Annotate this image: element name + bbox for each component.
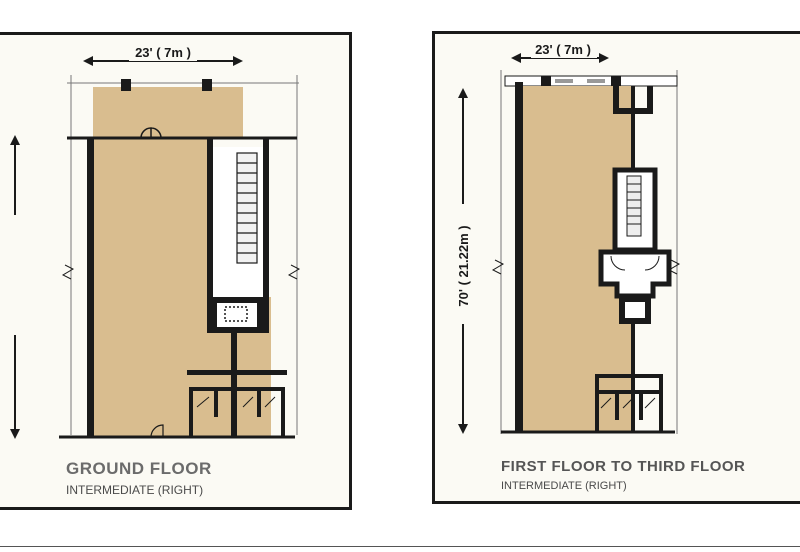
stair-wall bbox=[263, 137, 269, 333]
rear-post bbox=[214, 387, 218, 417]
partition-wall bbox=[231, 333, 237, 437]
wall-stub bbox=[613, 108, 653, 114]
break-mark bbox=[287, 264, 301, 280]
window bbox=[555, 79, 573, 83]
staircase bbox=[236, 152, 258, 264]
first-floor-plan: 23' ( 7m ) bbox=[455, 42, 681, 434]
rear-post bbox=[615, 390, 619, 420]
window bbox=[587, 79, 605, 83]
first-floor-panel: 23' ( 7m ) bbox=[432, 31, 800, 504]
arrow-up-icon bbox=[10, 135, 20, 145]
wall-stub bbox=[613, 86, 619, 114]
column bbox=[202, 79, 212, 91]
ground-floor-plan: 23' ( 7m ) bbox=[7, 45, 301, 439]
rear-beam bbox=[595, 374, 663, 378]
service-room bbox=[625, 302, 645, 318]
staircase bbox=[626, 175, 642, 237]
back-door-icon bbox=[150, 424, 164, 438]
stair-wall bbox=[207, 137, 213, 333]
column bbox=[121, 79, 131, 91]
length-dimension-label: 70' ( 21.22m ) bbox=[456, 225, 471, 306]
rear-beam bbox=[187, 370, 287, 375]
arrow-left-icon bbox=[511, 53, 521, 63]
arrow-down-icon bbox=[10, 429, 20, 439]
arrow-down-icon bbox=[458, 424, 468, 434]
arrow-left-icon bbox=[83, 56, 93, 66]
column bbox=[611, 76, 621, 86]
porch-area bbox=[93, 87, 243, 137]
width-dimension-label: 23' ( 7m ) bbox=[135, 45, 191, 60]
length-label-bg bbox=[455, 204, 471, 324]
rear-post bbox=[257, 387, 261, 417]
ground-floor-panel: 23' ( 7m ) bbox=[0, 32, 352, 510]
left-wall bbox=[515, 82, 523, 432]
arrow-up-icon bbox=[458, 88, 468, 98]
hatch-detail bbox=[600, 397, 656, 409]
door-swing-icon bbox=[610, 255, 626, 271]
bottom-divider bbox=[0, 546, 800, 547]
wall-stub bbox=[647, 86, 653, 114]
rear-beam bbox=[189, 387, 285, 391]
door-swing-icon bbox=[644, 255, 660, 271]
dim-label-bg bbox=[129, 45, 197, 61]
arrow-right-icon bbox=[599, 53, 609, 63]
rear-post bbox=[281, 387, 285, 437]
rear-post bbox=[639, 390, 643, 420]
arrow-right-icon bbox=[233, 56, 243, 66]
rear-beam bbox=[595, 390, 663, 394]
length-label-mask bbox=[7, 215, 23, 335]
rear-post bbox=[659, 374, 663, 432]
break-mark bbox=[667, 259, 681, 275]
left-wall bbox=[87, 137, 94, 437]
first-floor-subtitle: INTERMEDIATE (RIGHT) bbox=[501, 480, 627, 492]
ground-floor-subtitle: INTERMEDIATE (RIGHT) bbox=[66, 483, 204, 497]
rear-post bbox=[189, 387, 193, 437]
first-floor-title: FIRST FLOOR TO THIRD FLOOR bbox=[501, 458, 746, 475]
break-mark bbox=[61, 264, 75, 280]
width-dimension-label: 23' ( 7m ) bbox=[535, 42, 591, 57]
dim-label-bg bbox=[531, 42, 597, 58]
hatch-detail bbox=[196, 396, 276, 408]
break-mark bbox=[491, 259, 505, 275]
fixture bbox=[224, 306, 248, 322]
stair-landing bbox=[598, 249, 672, 299]
door-icon bbox=[140, 127, 162, 139]
column bbox=[541, 76, 551, 86]
rear-post bbox=[595, 374, 599, 432]
ground-floor-title: GROUND FLOOR bbox=[66, 459, 212, 478]
